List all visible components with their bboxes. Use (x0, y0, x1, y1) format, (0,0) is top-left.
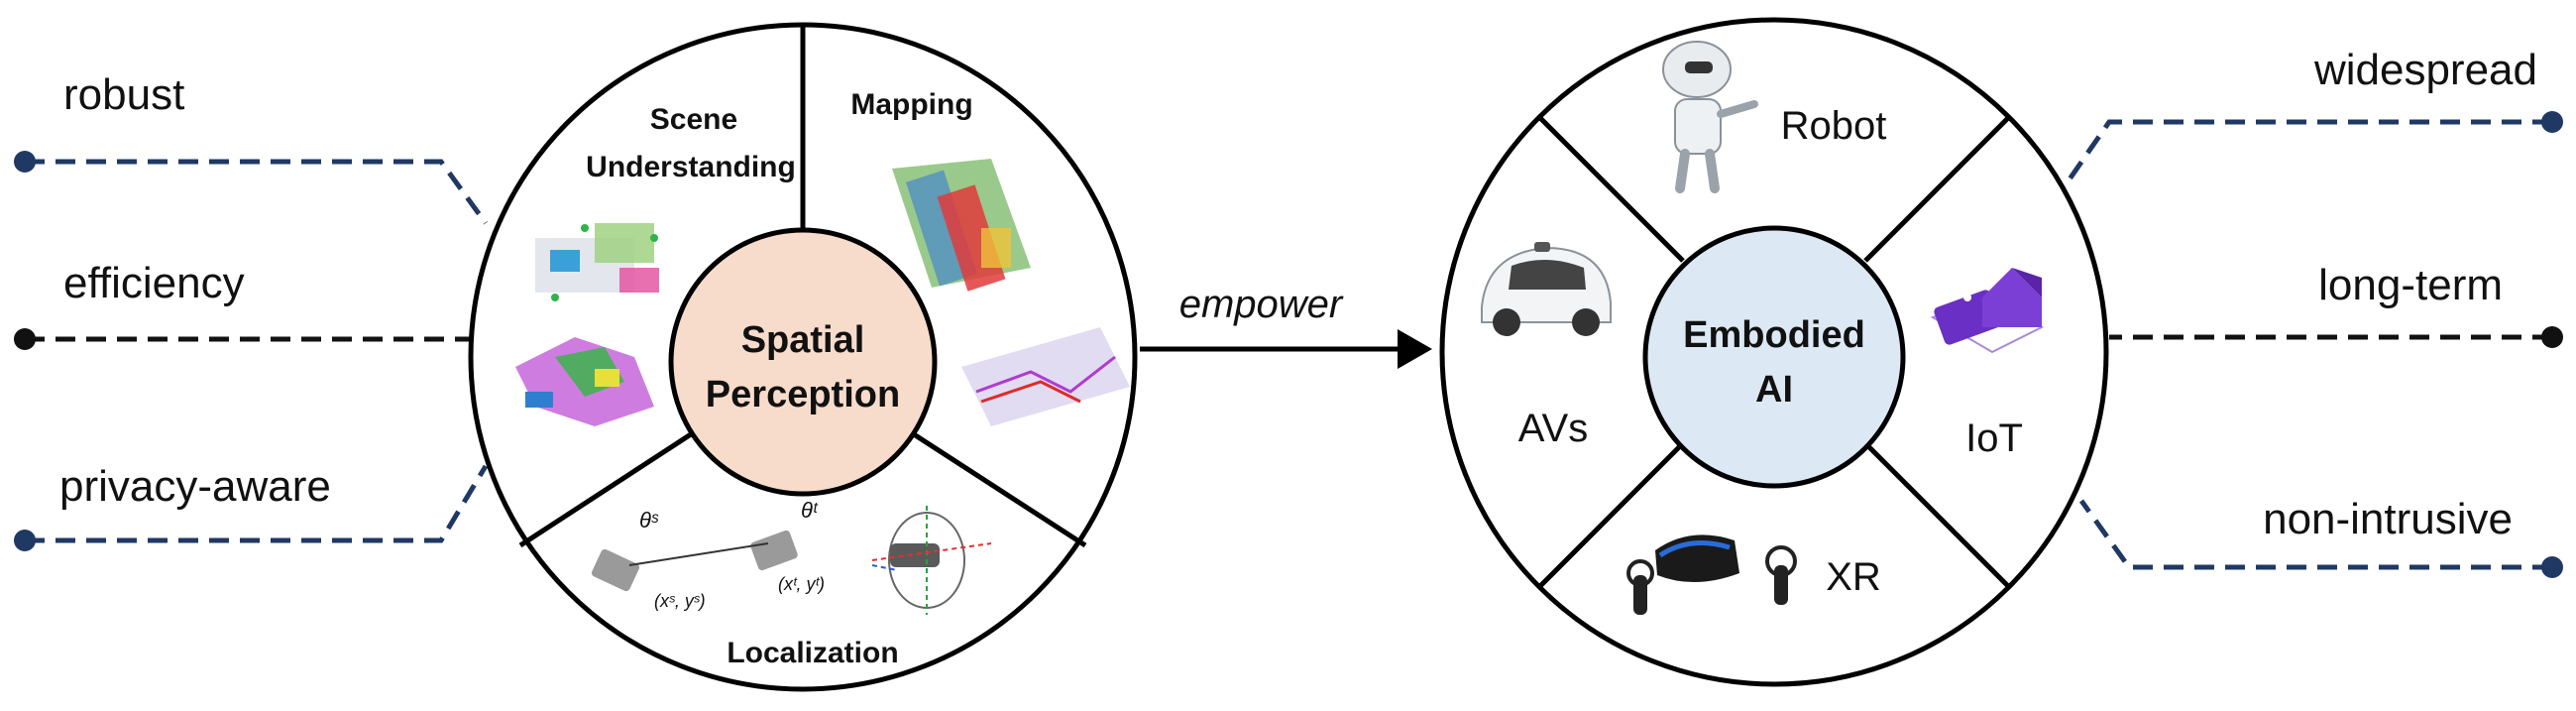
pose-target-coord: (xᵗ, yᵗ) (778, 574, 825, 594)
vr-headset-icon (1626, 534, 1797, 615)
spatial-wheel: Spatial Perception Scene Understanding M… (468, 22, 1138, 692)
divider-sw (1537, 441, 1685, 589)
pose-source-box (591, 548, 640, 592)
long-term-label: long-term (2318, 261, 2503, 309)
empower-arrow: empower (1140, 283, 1432, 369)
divider-right (912, 431, 1087, 548)
non-intrusive-connector (2078, 499, 2552, 570)
right-attributes: widespread long-term non-intrusive (2064, 46, 2563, 578)
trajectory-icon (961, 327, 1130, 426)
embodied-center-line2: AI (1755, 369, 1793, 411)
embodied-wheel: Embodied AI Robot AVs Io (1439, 17, 2109, 687)
arrow-head (1398, 329, 1432, 369)
divider-left (518, 431, 693, 548)
widespread-label: widespread (2313, 46, 2537, 94)
pose-link (628, 542, 769, 566)
non-intrusive-label: non-intrusive (2263, 495, 2513, 543)
robot-icon (1662, 41, 1758, 193)
vr-headset-icon (871, 506, 992, 615)
map-icon (892, 159, 1031, 292)
divider-ne (1863, 115, 2011, 263)
smart-home-icon (1930, 268, 2045, 354)
widespread-connector (2064, 119, 2552, 185)
pose-target-box (750, 530, 798, 571)
robust-label: robust (63, 70, 184, 119)
efficiency-label: efficiency (63, 259, 245, 307)
iot-label: IoT (1965, 416, 2023, 460)
arrow-label: empower (1179, 283, 1344, 326)
divider-se (1863, 441, 2011, 589)
point-cloud-icon (515, 223, 659, 426)
xr-label: XR (1826, 555, 1881, 599)
scene-label-line2: Understanding (586, 151, 796, 183)
pose-source-angle: θˢ (639, 508, 659, 533)
robust-connector (25, 159, 489, 225)
embodied-center-line1: Embodied (1683, 314, 1865, 356)
avs-label: AVs (1518, 407, 1588, 450)
localization-label: Localization (727, 637, 898, 669)
embodied-center (1642, 225, 1906, 489)
pose-target-angle: θᵗ (801, 498, 819, 523)
divider-nw (1537, 115, 1685, 263)
robot-label: Robot (1781, 104, 1887, 148)
spatial-center (668, 227, 938, 497)
privacy-connector (25, 464, 489, 543)
pose-diagram: θˢ θᵗ (xˢ, yˢ) (xᵗ, yᵗ) (591, 498, 825, 611)
privacy-label: privacy-aware (59, 462, 331, 511)
scene-label-line1: Scene (650, 103, 737, 136)
mapping-label: Mapping (850, 88, 972, 121)
left-attributes: robust efficiency privacy-aware (14, 70, 489, 551)
spatial-center-line1: Spatial (741, 319, 865, 361)
car-icon (1481, 242, 1612, 336)
spatial-center-line2: Perception (706, 374, 900, 415)
pose-source-coord: (xˢ, yˢ) (654, 591, 706, 611)
